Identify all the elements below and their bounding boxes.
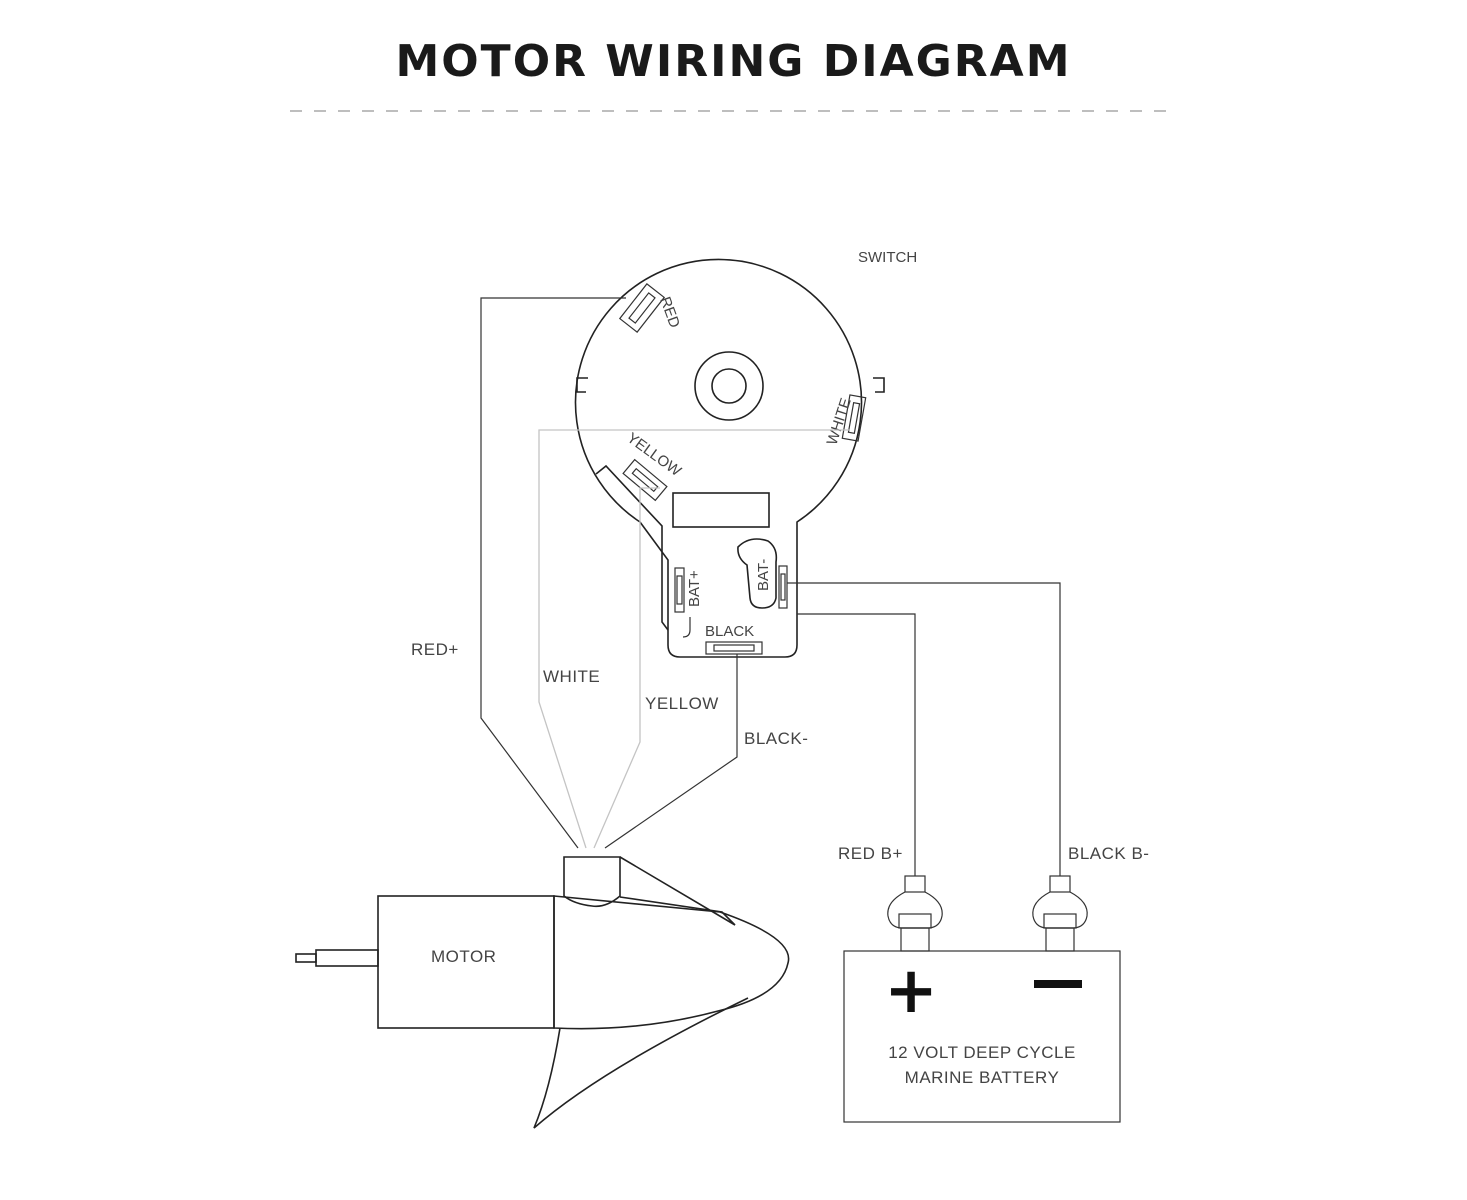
motor-shaft-tip <box>295 953 317 963</box>
black-terminal <box>705 641 763 655</box>
wire-label-black-minus: BLACK- <box>744 729 808 748</box>
motor: MOTOR <box>295 856 790 1129</box>
wire-label-black-b-minus: BLACK B- <box>1068 844 1149 863</box>
switch-plate <box>672 492 770 528</box>
switch-flange <box>595 464 669 631</box>
switch-notch-right <box>873 377 885 393</box>
white-terminal <box>841 394 867 442</box>
battery-label-line2: MARINE BATTERY <box>905 1068 1060 1087</box>
wire-white <box>538 429 850 849</box>
wire-label-red-b-plus: RED B+ <box>838 844 903 863</box>
red-terminal <box>618 283 666 333</box>
red-terminal-label: RED <box>656 295 683 331</box>
wire-red-b-plus <box>797 613 916 876</box>
battery-case <box>843 950 1121 1123</box>
black-terminal-label: BLACK <box>705 623 754 640</box>
wire-black-b-minus <box>787 582 1061 876</box>
yellow-terminal <box>622 458 668 502</box>
wire-label-yellow: YELLOW <box>645 694 719 713</box>
wire-red-plus <box>480 297 626 849</box>
battery-label-line1: 12 VOLT DEEP CYCLE <box>888 1043 1076 1062</box>
switch-label: SWITCH <box>858 249 917 266</box>
motor-cable-collar <box>563 856 621 908</box>
wire-black-minus <box>604 654 738 849</box>
wire-label-white: WHITE <box>543 667 600 686</box>
battery-minus-symbol <box>1034 980 1082 988</box>
switch-hub-outer <box>694 351 764 421</box>
wire-label-red-plus: RED+ <box>411 640 459 659</box>
bat-minus-label: BAT- <box>755 559 772 591</box>
battery-clamp-negative <box>1032 875 1088 952</box>
motor-skeg <box>533 997 749 1129</box>
wires: RED+ WHITE YELLOW BLACK- RED B+ BLACK B- <box>411 297 1149 876</box>
motor-nose-cone <box>553 895 790 1030</box>
bat-plus-hook <box>682 617 691 638</box>
switch-hub-inner <box>711 368 747 404</box>
battery: + 12 VOLT DEEP CYCLE MARINE BATTERY <box>843 875 1121 1123</box>
page-title: MOTOR WIRING DIAGRAM <box>395 36 1072 87</box>
wire-yellow <box>593 487 660 849</box>
switch-notch-left <box>576 377 588 393</box>
motor-label: MOTOR <box>431 947 496 966</box>
battery-plus-symbol: + <box>884 954 938 1028</box>
bat-plus-terminal <box>674 567 685 613</box>
motor-shaft <box>315 949 379 967</box>
bat-minus-terminal <box>778 565 788 609</box>
switch-body <box>574 258 863 658</box>
motor-neck-cone <box>619 856 736 926</box>
switch: SWITCH RED WHITE YELLOW BAT+ BAT- BLACK <box>574 249 917 658</box>
bat-minus-pad <box>737 538 778 609</box>
bat-plus-label: BAT+ <box>686 570 703 607</box>
battery-clamp-positive <box>887 875 943 952</box>
